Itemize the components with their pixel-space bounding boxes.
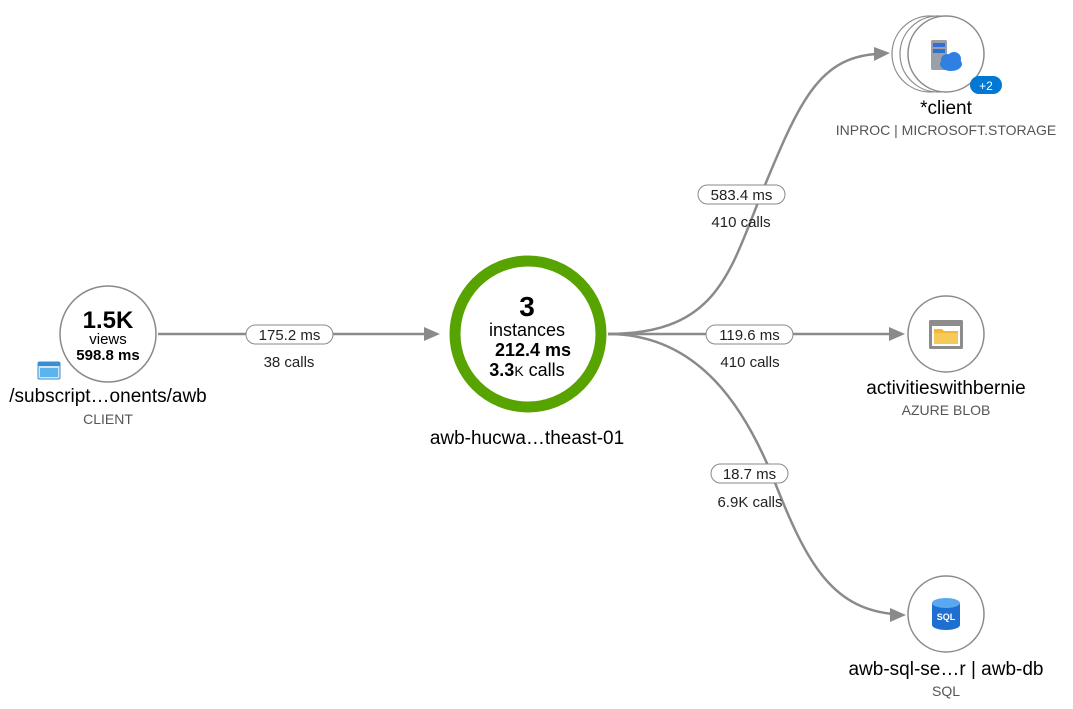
app-calls: 3.3K calls <box>489 360 564 380</box>
sql-node-type: SQL <box>932 683 960 699</box>
storage-node-type: INPROC | MICROSOFT.STORAGE <box>836 122 1056 138</box>
edge-calls-label: 6.9K calls <box>717 494 782 511</box>
storage-node-name: *client <box>920 98 972 119</box>
health-ring[interactable] <box>449 255 607 413</box>
client-node[interactable]: 1.5K views 598.8 ms /subscript…onents/aw… <box>9 285 207 427</box>
instances-label: instances <box>489 320 565 340</box>
edge-duration-pill[interactable] <box>697 184 786 205</box>
app-node-name: awb-hucwa…theast-01 <box>430 428 624 449</box>
client-views-count: 1.5K <box>83 307 134 334</box>
sql-database-icon: SQL <box>932 598 960 630</box>
storage-node[interactable]: +2 *client INPROC | MICROSOFT.STORAGE <box>836 15 1056 138</box>
blob-folder-icon <box>929 320 963 349</box>
sql-icon-label: SQL <box>937 612 956 622</box>
instances-count: 3 <box>519 291 535 322</box>
client-node-circle[interactable] <box>59 285 157 383</box>
edge-calls-label: 410 calls <box>720 354 779 371</box>
client-views-label: views <box>89 331 127 348</box>
edge-app-to-blob[interactable]: 119.6 ms 410 calls <box>608 324 905 371</box>
edge-app-to-storage[interactable]: 583.4 ms 410 calls <box>607 47 890 336</box>
edge-duration-label: 119.6 ms <box>719 327 780 344</box>
blob-node-type: AZURE BLOB <box>902 402 991 418</box>
app-duration: 212.4 ms <box>495 340 571 360</box>
more-instances-badge[interactable]: +2 <box>970 76 1002 94</box>
edge-calls-label: 38 calls <box>264 354 315 371</box>
edge-duration-label: 18.7 ms <box>723 466 776 483</box>
edge-duration-label: 175.2 ms <box>259 327 321 344</box>
edge-duration-label: 583.4 ms <box>711 187 773 204</box>
edge-duration-pill[interactable] <box>710 463 789 484</box>
edge-duration-pill[interactable] <box>705 324 794 345</box>
app-node[interactable]: 3 instances 212.4 ms 3.3K calls awb-hucw… <box>430 255 624 449</box>
edge-app-to-sql[interactable]: 18.7 ms 6.9K calls <box>607 332 906 622</box>
blob-node-name: activitieswithbernie <box>866 378 1025 399</box>
client-node-name: /subscript…onents/awb <box>9 386 207 407</box>
sql-node[interactable]: SQL awb-sql-se…r | awb-db SQL <box>848 575 1044 699</box>
badge-label: +2 <box>979 79 993 93</box>
arrowhead <box>890 608 906 622</box>
sql-node-name: awb-sql-se…r | awb-db <box>848 659 1043 680</box>
arrowhead <box>424 327 440 341</box>
client-node-type: CLIENT <box>83 411 133 427</box>
browser-window-icon <box>37 361 61 380</box>
arrowhead <box>874 47 890 61</box>
blob-node[interactable]: activitieswithbernie AZURE BLOB <box>866 295 1026 418</box>
edge-client-to-app[interactable]: 175.2 ms 38 calls <box>158 324 440 371</box>
edge-calls-label: 410 calls <box>711 214 770 231</box>
arrowhead <box>889 327 905 341</box>
storage-cloud-icon <box>931 40 962 71</box>
client-duration: 598.8 ms <box>76 347 139 364</box>
edge-duration-pill[interactable] <box>245 324 334 345</box>
